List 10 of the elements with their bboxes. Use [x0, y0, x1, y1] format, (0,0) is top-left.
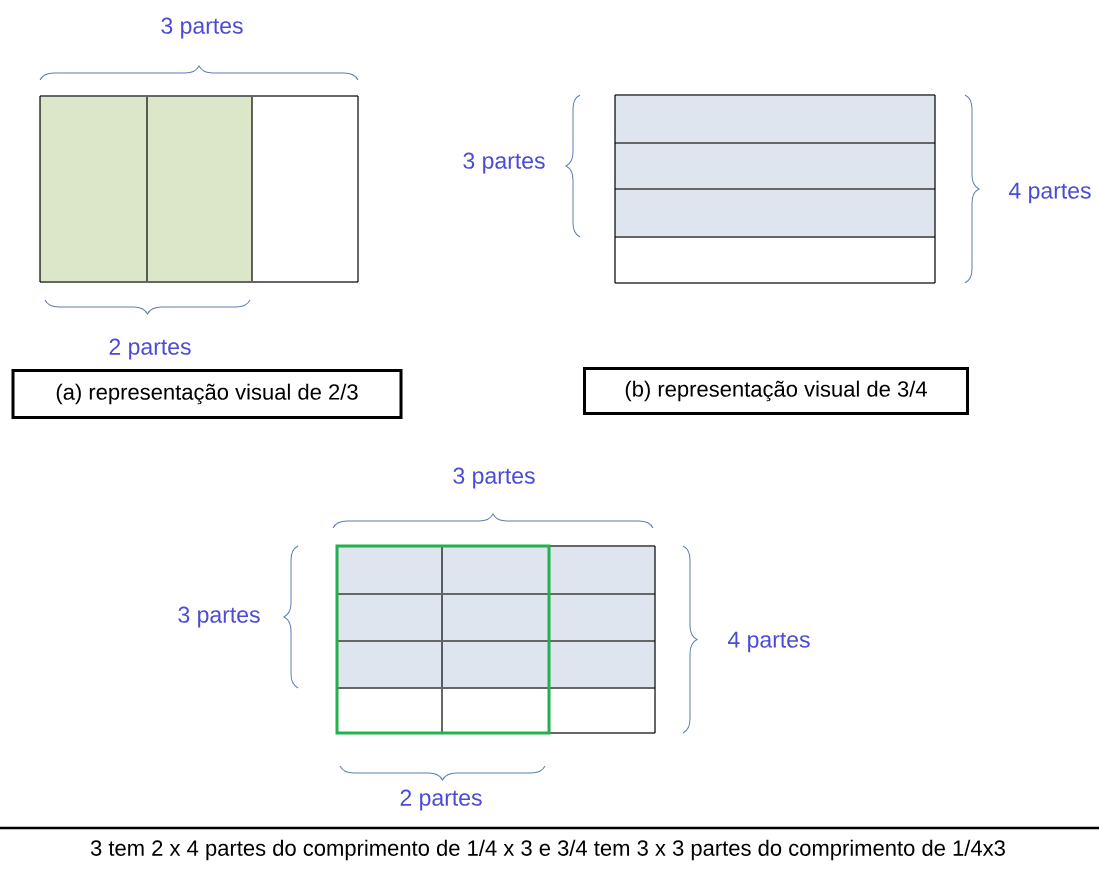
- part-count-label: 4 partes: [1009, 182, 1091, 204]
- part-count-label: 4 partes: [728, 631, 810, 653]
- part-count-label: 3 partes: [463, 152, 545, 174]
- part-count-label: 3 partes: [161, 17, 243, 39]
- part-count-label: 2 partes: [400, 789, 482, 811]
- caption-box: (a) representação visual de 2/3: [11, 369, 403, 419]
- caption-box: (b) representação visual de 3/4: [583, 367, 969, 415]
- part-count-label: 3 partes: [178, 606, 260, 628]
- part-count-label: 3 partes: [453, 467, 535, 489]
- caption-text: 3 tem 2 x 4 partes do comprimento de 1/4 x 3 e 3/4 tem 3 x 3 partes do comprimento de 1/4x3: [90, 839, 1005, 861]
